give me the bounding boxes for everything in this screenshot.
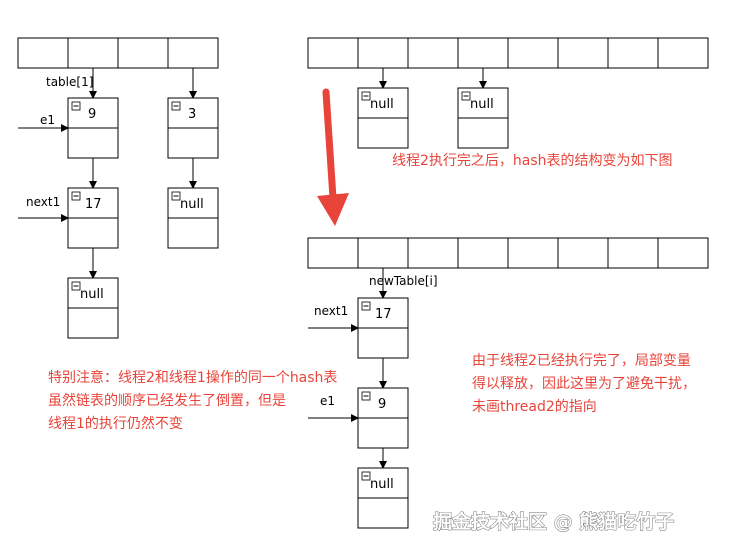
e1-label-right: e1 xyxy=(320,394,335,408)
node-value: 17 xyxy=(375,307,392,322)
node-value: null xyxy=(370,97,394,112)
node-value: null xyxy=(80,287,104,302)
left-array-cell xyxy=(67,37,119,69)
thread2-note-line3: 未画thread2的指向 xyxy=(472,399,597,415)
e1-label-left: e1 xyxy=(40,113,55,127)
special-note-line2: 虽然链表的顺序已经发生了倒置，但是 xyxy=(48,392,286,409)
left-null-node-a: null xyxy=(67,277,119,339)
special-note-line3: 线程1的执行仍然不变 xyxy=(48,415,183,432)
left-node-9: 9 xyxy=(67,97,119,159)
right-top-null-node-2: null xyxy=(457,87,509,149)
thread2-note-line1: 由于线程2已经执行完了，局部变量 xyxy=(472,353,691,369)
next1-label-left: next1 xyxy=(26,195,60,209)
left-node-17: 17 xyxy=(67,187,119,249)
right-top-table-array xyxy=(307,37,709,69)
node-value: 9 xyxy=(378,397,386,412)
table1-label: table[1] xyxy=(46,75,93,89)
left-array-cell xyxy=(167,37,219,69)
after-thread2-note: 线程2执行完之后，hash表的结构变为如下图 xyxy=(392,153,673,169)
thread2-note: 由于线程2已经执行完了，局部变量 得以释放，因此这里为了避免干扰， 未画thre… xyxy=(472,353,696,415)
right-null-node-c: null xyxy=(357,467,409,529)
node-value: 17 xyxy=(85,197,102,212)
special-note: 特别注意：线程2和线程1操作的同一个hash表 虽然链表的顺序已经发生了倒置，但… xyxy=(48,369,337,432)
new-table-array xyxy=(307,237,709,269)
left-null-node-b: null xyxy=(167,187,219,249)
node-value: null xyxy=(470,97,494,112)
special-note-line1: 特别注意：线程2和线程1操作的同一个hash表 xyxy=(48,369,337,386)
node-value: 3 xyxy=(188,107,196,122)
thread2-note-line2: 得以释放，因此这里为了避免干扰， xyxy=(472,375,696,392)
left-array-cell xyxy=(117,37,169,69)
right-node-17: 17 xyxy=(357,297,409,359)
left-array-cell xyxy=(17,37,69,69)
watermark: 掘金技术社区 @ 熊猫吃竹子 xyxy=(433,510,674,533)
node-value: null xyxy=(180,197,204,212)
left-node-3: 3 xyxy=(167,97,219,159)
new-table-label: newTable[i] xyxy=(369,274,438,288)
transition-arrow-icon xyxy=(317,88,349,226)
left-table-array xyxy=(17,37,219,69)
right-top-null-node-1: null xyxy=(357,87,409,149)
node-value: 9 xyxy=(88,107,96,122)
next1-label-right: next1 xyxy=(314,304,348,318)
right-node-9: 9 xyxy=(357,387,409,449)
node-value: null xyxy=(370,477,394,492)
